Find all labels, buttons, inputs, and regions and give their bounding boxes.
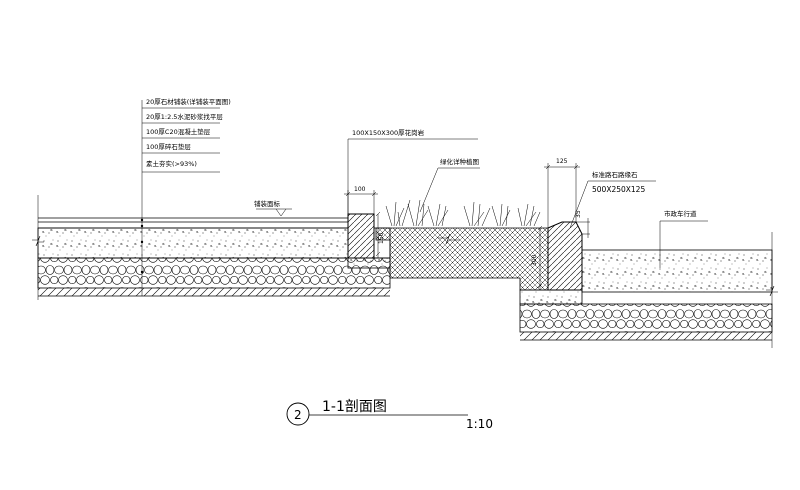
dim-125-label: 125 bbox=[556, 158, 568, 165]
layer-note-5: 素土夯实(>93%) bbox=[146, 159, 197, 168]
layer-notes-leader bbox=[140, 100, 220, 296]
level-symbol bbox=[256, 208, 292, 217]
layer-note-1: 20厚石材铺装(详铺装平面图) bbox=[146, 97, 231, 106]
curb-large-leader bbox=[569, 180, 656, 229]
road bbox=[519, 232, 778, 348]
planting-strip bbox=[375, 199, 549, 291]
dim-large-vertical bbox=[537, 225, 543, 290]
planting-label: 绿化详种植图 bbox=[440, 157, 479, 166]
title-scale: 1:10 bbox=[466, 417, 493, 431]
curb-large-size: 500X250X125 bbox=[592, 185, 645, 194]
dim-100 bbox=[344, 190, 378, 214]
curb-small-leader bbox=[347, 138, 478, 214]
layer-note-3: 100厚C20混凝土垫层 bbox=[146, 127, 211, 136]
large-curb bbox=[547, 221, 583, 291]
paving-level-label: 铺装面标 bbox=[254, 199, 281, 208]
road-label: 市政车行道 bbox=[664, 209, 697, 218]
layer-note-2: 20厚1:2.5水泥砂浆找平层 bbox=[146, 112, 223, 121]
dim-35-label: 35 bbox=[575, 210, 582, 218]
planting-leader bbox=[419, 167, 480, 213]
dim-small-vertical bbox=[375, 211, 381, 258]
left-pavement bbox=[32, 195, 391, 300]
dim-150-label: 150 bbox=[378, 232, 385, 244]
drawing-title bbox=[286, 402, 468, 426]
curb-large-name: 标准路石路缘石 bbox=[592, 170, 638, 179]
layer-note-4: 100厚碎石垫层 bbox=[146, 142, 191, 151]
dim-300-label: 300 bbox=[531, 254, 538, 266]
road-leader bbox=[659, 220, 708, 268]
title-number: 2 bbox=[294, 408, 302, 422]
title-name: 1-1剖面图 bbox=[322, 399, 387, 415]
dim-100-label: 100 bbox=[354, 186, 366, 193]
curb-small-label: 100X150X300厚花岗岩 bbox=[352, 128, 425, 137]
dim-35 bbox=[576, 218, 590, 238]
